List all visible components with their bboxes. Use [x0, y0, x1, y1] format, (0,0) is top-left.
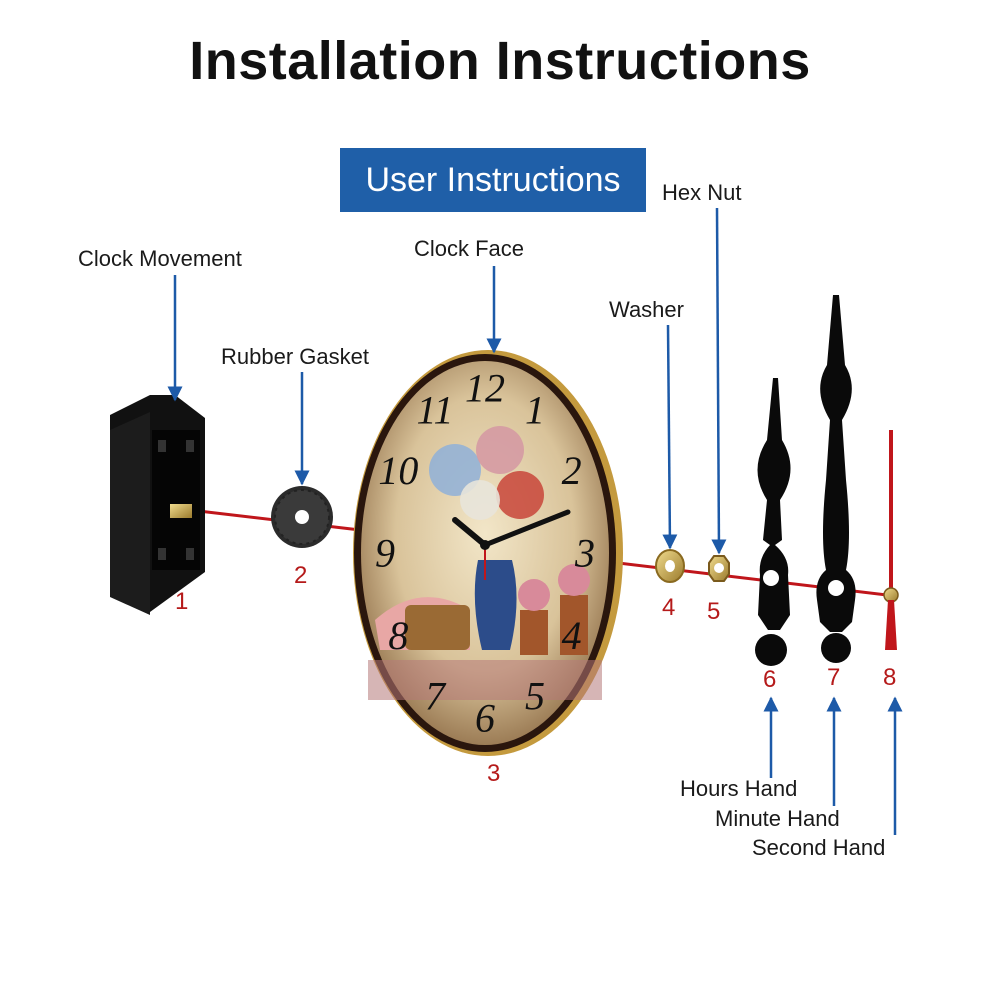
label-clock-face: Clock Face — [414, 236, 525, 261]
label-minute-hand: Minute Hand — [715, 806, 840, 831]
dial-numeral: 1 — [525, 388, 545, 433]
number-8: 8 — [883, 664, 897, 691]
rubber-gasket-image — [271, 486, 333, 548]
number-7: 7 — [827, 664, 841, 691]
label-rubber-gasket: Rubber Gasket — [221, 344, 369, 369]
dial-numeral: 8 — [388, 613, 408, 658]
dial-numeral: 12 — [465, 366, 505, 411]
dial-numeral: 7 — [425, 673, 447, 718]
clock-movement-image — [110, 395, 205, 615]
page-title: Installation Instructions — [189, 31, 811, 91]
dial-numeral: 4 — [562, 613, 582, 658]
label-clock-movement: Clock Movement — [78, 246, 242, 271]
dial-numeral: 5 — [525, 673, 545, 718]
dial-numeral: 3 — [574, 531, 595, 576]
label-second-hand: Second Hand — [752, 835, 886, 860]
label-washer: Washer — [609, 297, 684, 322]
arrow-hex-nut — [711, 207, 727, 555]
number-5: 5 — [707, 598, 721, 625]
hex-nut-image — [708, 555, 730, 582]
second-hand-image — [883, 430, 899, 650]
callout-arrows — [167, 207, 903, 835]
washer-image — [655, 549, 685, 583]
dial-numeral: 10 — [378, 448, 418, 493]
dial-numeral: 2 — [562, 448, 582, 493]
number-1: 1 — [175, 588, 189, 615]
number-2: 2 — [294, 562, 308, 589]
number-6: 6 — [763, 666, 777, 693]
label-hours-hand: Hours Hand — [680, 776, 798, 801]
dial-numeral: 6 — [475, 696, 495, 741]
number-3: 3 — [487, 760, 501, 787]
dial-numeral: 11 — [416, 388, 453, 433]
dial-numeral: 9 — [375, 531, 395, 576]
minute-hand-image — [816, 295, 856, 663]
user-instructions-banner: User Instructions — [340, 148, 646, 212]
arrow-washer — [662, 324, 678, 550]
number-4: 4 — [662, 594, 676, 621]
label-hex-nut: Hex Nut — [662, 180, 742, 205]
hours-hand-image — [755, 378, 791, 666]
